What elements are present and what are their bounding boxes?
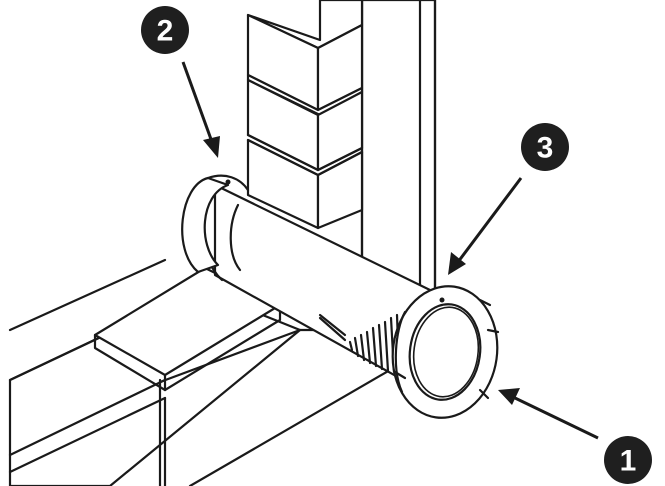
callout-2: 2 (141, 6, 220, 158)
callout-2-arrowhead (203, 136, 220, 158)
callout-3-badge (521, 123, 569, 171)
vertical-post (360, 0, 437, 297)
callout-1-badge (604, 436, 652, 484)
callout-3-arrow (456, 177, 523, 263)
callout-3: 3 (448, 123, 569, 275)
callout-3-arrowhead (448, 252, 466, 275)
stacked-blocks (246, 0, 364, 230)
callout-2-arrow (181, 61, 214, 143)
callout-2-label: 2 (157, 15, 174, 48)
callout-1: 1 (498, 388, 652, 484)
callout-1-arrowhead (498, 388, 520, 405)
callout-1-label: 1 (620, 445, 637, 478)
callout-2-badge (141, 6, 189, 54)
rear-flange (181, 174, 250, 274)
callout-3-label: 3 (537, 132, 554, 165)
callout-1-arrow (514, 396, 599, 440)
front-flange (391, 285, 500, 419)
